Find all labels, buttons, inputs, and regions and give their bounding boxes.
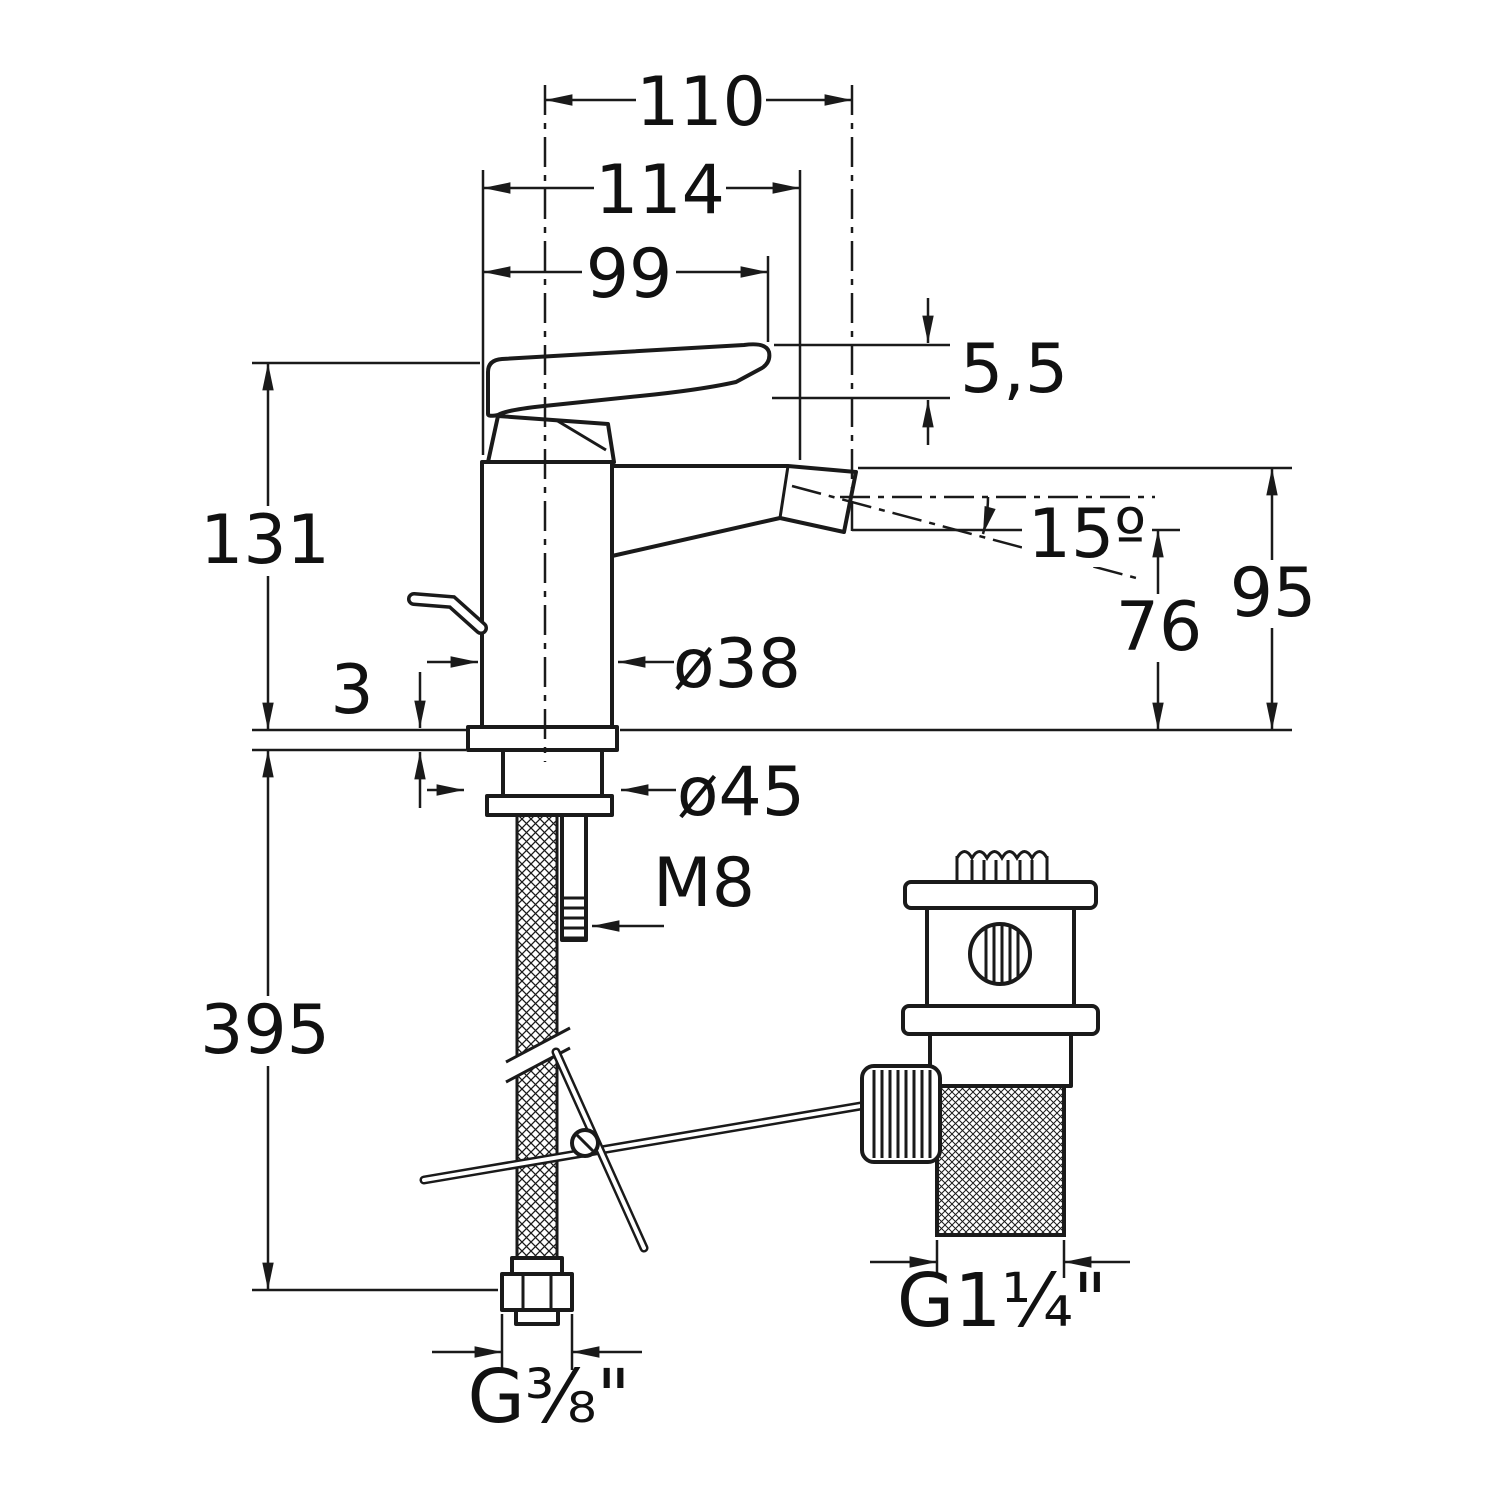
dimension-labels: 110 114 99 5,5 131 15º 95 76 ø38 3 ø45 M… [196, 63, 1320, 1440]
neck-detail-line [555, 418, 607, 452]
hose-nut [500, 1272, 574, 1312]
faucet-assembly [407, 342, 858, 1326]
waste-overflow-hatch [984, 924, 1020, 984]
tap-body [480, 460, 614, 729]
dim-label-95: 95 [1230, 554, 1317, 633]
dim-label-99: 99 [586, 235, 673, 314]
dim-label-110: 110 [636, 63, 766, 142]
dim-label-131: 131 [200, 501, 330, 580]
waste-lower-flange [901, 1004, 1100, 1036]
tap-shank [501, 748, 604, 798]
dim-label-g114: G1¹⁄₄" [897, 1258, 1107, 1344]
dim-label-76: 76 [1116, 588, 1203, 667]
pop-up-waste-assembly [419, 850, 1100, 1253]
label-mask [198, 506, 332, 576]
hose-nut-facets [521, 1274, 553, 1310]
dim-label-395: 395 [200, 991, 330, 1070]
dim-label-dia45: ø45 [677, 753, 805, 832]
label-mask [594, 158, 726, 218]
dimension-lines [262, 94, 1278, 1358]
angle-arc-15 [981, 496, 996, 535]
spout [610, 464, 858, 558]
waste-overflow-hole [968, 922, 1032, 986]
dim-label-5-5: 5,5 [960, 330, 1068, 409]
dim-label-3: 3 [330, 651, 373, 730]
waste-plug-thread-crests [955, 850, 1049, 861]
waste-plug-hatch [955, 856, 1049, 882]
label-mask [636, 70, 766, 130]
waste-upper-flange [903, 880, 1098, 910]
hose-nipple [514, 1308, 560, 1326]
m8-stud-threads [562, 896, 586, 940]
flexible-hose [515, 748, 559, 1260]
label-mask [582, 242, 676, 302]
hose-break-line [505, 1026, 571, 1064]
pop-up-lever-core [410, 595, 485, 632]
dim-label-114: 114 [595, 151, 725, 230]
label-mask [196, 996, 334, 1066]
m8-stud [560, 813, 588, 942]
hose-collar [510, 1256, 564, 1276]
label-mask [1226, 560, 1320, 628]
label-mask [1112, 594, 1206, 662]
diagonal-linkage-rod-core [554, 1050, 646, 1250]
horizontal-linkage-rod-core [422, 1097, 904, 1182]
base-flange [466, 725, 619, 752]
linkage-clamp-slot [574, 1132, 596, 1154]
dim-label-dia38: ø38 [673, 625, 801, 704]
mounting-washer [485, 794, 614, 817]
hose-break-mask [506, 1028, 570, 1082]
dim-label-m8: M8 [653, 844, 755, 923]
lever-handle [486, 342, 772, 418]
extension-lines [252, 170, 1292, 1370]
dim-label-g38: G³⁄₈" [467, 1354, 630, 1440]
knob-knurling [872, 1070, 932, 1158]
dim-label-15deg: 15º [1028, 495, 1147, 574]
cartridge-neck [486, 414, 616, 464]
waste-threaded-outlet [935, 1084, 1066, 1237]
label-mask [1022, 505, 1152, 567]
waste-tailpiece [928, 1032, 1073, 1088]
aerator-joint-line [778, 465, 790, 519]
